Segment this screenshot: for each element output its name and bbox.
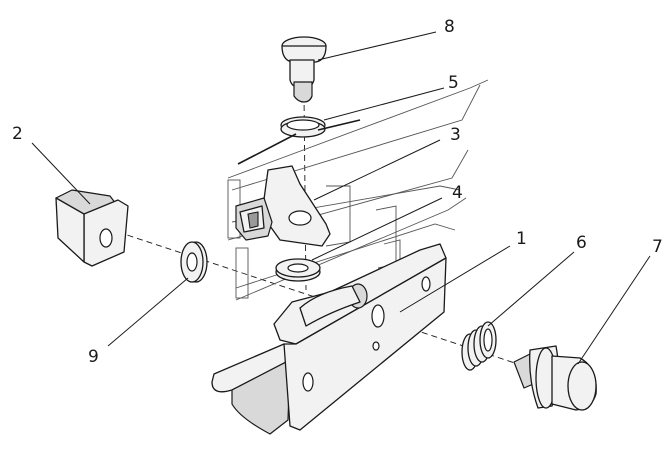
part-9-washer xyxy=(180,241,208,283)
leader-3 xyxy=(313,139,441,201)
part-3-latch xyxy=(235,165,331,247)
guide-bracket-mid xyxy=(325,185,351,247)
callout-labels: 8 5 3 4 2 9 1 6 7 xyxy=(12,17,663,367)
part-5-spring xyxy=(237,116,361,165)
part-2-bracket xyxy=(55,189,129,267)
callout-9: 9 xyxy=(88,347,99,367)
leader-2 xyxy=(31,142,91,205)
guide-bracket-right xyxy=(375,205,397,269)
leader-7 xyxy=(577,255,651,365)
callout-5: 5 xyxy=(448,73,459,93)
callout-1: 1 xyxy=(516,229,527,249)
callout-8: 8 xyxy=(444,17,455,37)
leader-5 xyxy=(323,87,445,121)
leader-lines xyxy=(31,31,651,365)
leader-1 xyxy=(399,245,511,313)
guide-line-3a xyxy=(231,84,481,191)
callout-3: 3 xyxy=(450,125,461,145)
part-1-body xyxy=(211,243,447,435)
part-8-pin xyxy=(281,36,327,103)
part-7-button xyxy=(513,345,597,411)
guide-bracket-left-lower xyxy=(235,247,249,299)
part-4-washer xyxy=(275,258,321,282)
callout-2: 2 xyxy=(12,124,23,144)
leader-8 xyxy=(317,31,437,61)
leader-9 xyxy=(107,277,189,347)
callout-6: 6 xyxy=(576,233,587,253)
callout-4: 4 xyxy=(452,183,463,203)
guide-line-3b xyxy=(227,79,489,179)
part-6-spring xyxy=(461,321,497,371)
callout-7: 7 xyxy=(652,237,663,257)
leader-6 xyxy=(487,251,575,327)
leader-4 xyxy=(311,197,443,261)
